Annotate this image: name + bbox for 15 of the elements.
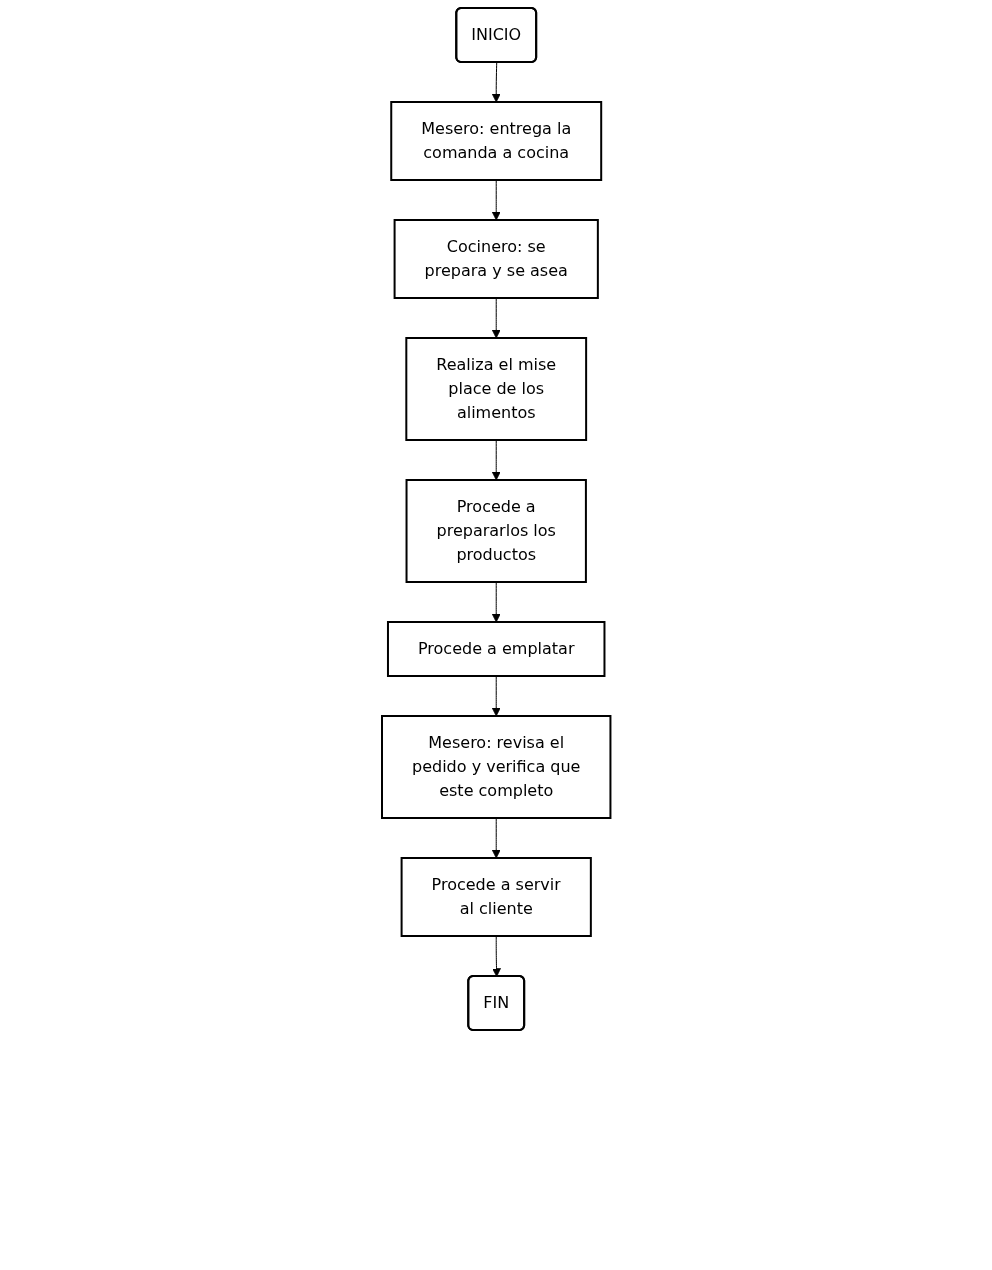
node-box: Cocinero: se prepara y se asea: [393, 219, 599, 299]
node-box: Mesero: revisa el pedido y verifica que este completo: [380, 715, 612, 819]
node-box: Procede a prepararlos los productos: [405, 479, 587, 583]
node-box: Procede a servir al cliente: [400, 857, 592, 937]
arrow: [491, 817, 501, 859]
arrow: [491, 675, 501, 717]
arrow: [491, 935, 501, 977]
node-box: Procede a emplatar: [386, 621, 606, 677]
node-box: Mesero: entrega la comanda a cocina: [390, 101, 602, 181]
arrow: [491, 297, 501, 339]
arrow: [491, 179, 501, 221]
arrow: [491, 439, 501, 481]
node-box: Realiza el mise place de los alimentos: [405, 337, 587, 441]
arrow: [491, 581, 501, 623]
arrow: [491, 62, 501, 103]
